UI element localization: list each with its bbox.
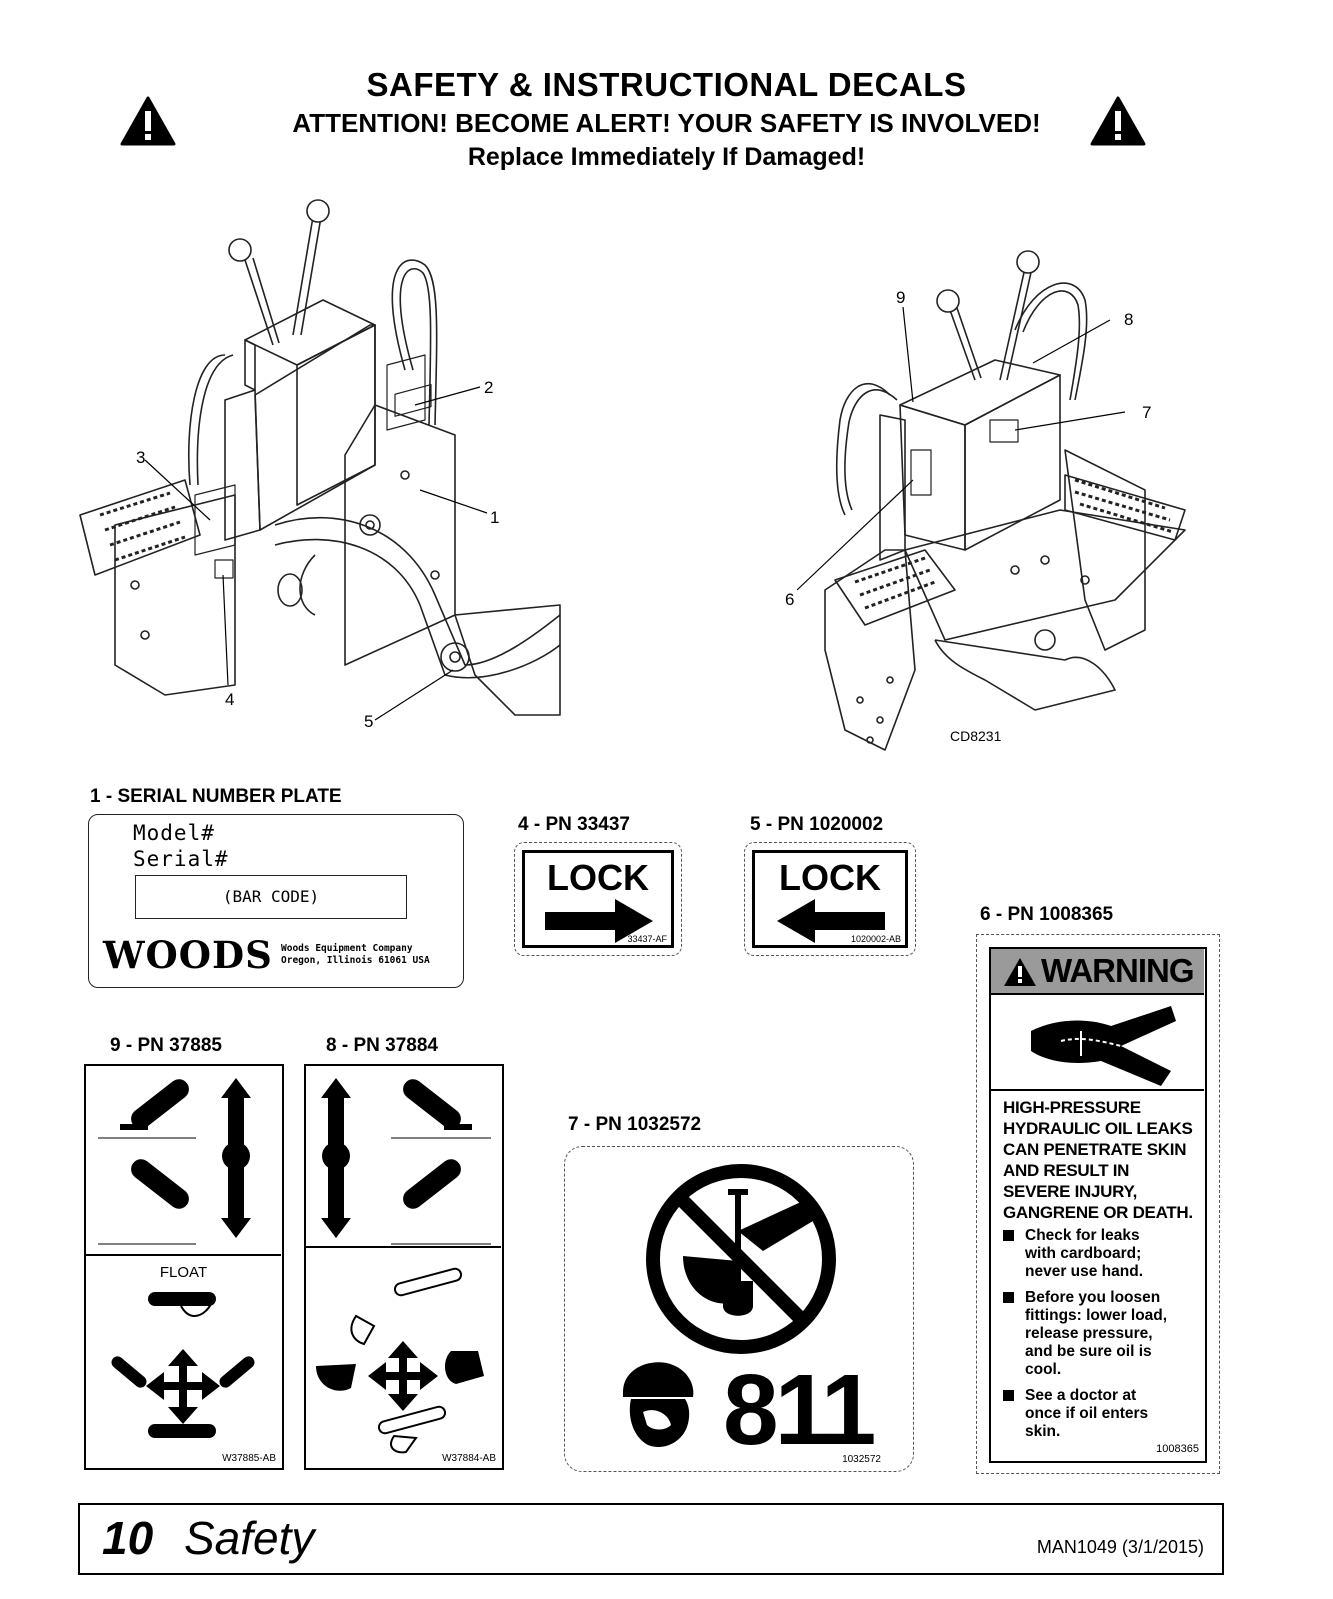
float-pattern-icon	[111, 1292, 255, 1438]
lock-left-frame: LOCK 1020002-AB	[752, 850, 908, 948]
lock-left-word: LOCK	[779, 857, 881, 898]
warning-frame: WARNING HIGH-PRESSURE HYDRAULIC OIL LEAK…	[989, 947, 1207, 1463]
control9-decal: FLOAT W37885-AB	[84, 1064, 284, 1470]
manual-code: MAN1049 (3/1/2015)	[1036, 1537, 1204, 1557]
callout-7: 7	[1142, 403, 1152, 422]
lock-right-code: 33437-AF	[627, 934, 667, 944]
bullet-square-icon	[1003, 1292, 1014, 1303]
hand-injection-icon	[1031, 1006, 1176, 1086]
drawing-id: CD8231	[950, 728, 1002, 744]
control9-label: 9 - PN 37885	[110, 1035, 222, 1056]
page-title: SAFETY & INSTRUCTIONAL DECALS	[366, 66, 967, 103]
serial-plate-label: 1 - SERIAL NUMBER PLATE	[90, 786, 342, 807]
lever-pattern-icon	[98, 1078, 251, 1245]
control8-decal: W37884-AB	[304, 1064, 504, 1470]
arrow-right-icon	[545, 899, 653, 943]
warning-triangle-icon	[1004, 958, 1036, 986]
serial-field: Serial#	[133, 847, 229, 871]
warning-main-text: HIGH-PRESSURE HYDRAULIC OIL LEAKS CAN PE…	[1003, 1098, 1193, 1222]
arrow-left-icon	[777, 899, 885, 943]
callout-1: 1	[490, 508, 500, 527]
barcode-area: (BAR CODE)	[135, 875, 407, 919]
bullet-square-icon	[1003, 1390, 1014, 1401]
warning-divider	[991, 1089, 1204, 1091]
barcode-text: (BAR CODE)	[222, 887, 320, 906]
bullet-square-icon	[1003, 1230, 1014, 1241]
lever-pattern-icon	[321, 1078, 491, 1245]
warning-decal: WARNING HIGH-PRESSURE HYDRAULIC OIL LEAK…	[976, 934, 1220, 1474]
warning-bullet-2: Before you loosen fittings: lower load, …	[1003, 1289, 1167, 1379]
callout-2: 2	[484, 378, 494, 397]
callout-4: 4	[225, 690, 235, 709]
warning-triangle-icon	[120, 96, 176, 146]
section-title: Safety	[184, 1512, 315, 1564]
machine-illustration-left	[79, 199, 561, 721]
page-number: 10	[102, 1512, 154, 1564]
control8-divider	[306, 1246, 501, 1248]
serial-number-plate: Model# Serial# (BAR CODE) WOODS Woods Eq…	[88, 814, 464, 988]
float-label: FLOAT	[159, 1264, 208, 1281]
woods-logo: WOODS	[103, 933, 273, 977]
model-field: Model#	[133, 821, 215, 845]
dig811-code: 1032572	[842, 1454, 881, 1465]
lock-right-label: 4 - PN 33437	[518, 814, 630, 835]
control9-code: W37885-AB	[222, 1453, 276, 1464]
page-footer: 10 Safety MAN1049 (3/1/2015)	[78, 1503, 1224, 1575]
warning-triangle-icon	[1090, 96, 1146, 146]
warning-bullet-3: See a doctor at once if oil enters skin.	[1003, 1387, 1148, 1441]
control8-label: 8 - PN 37884	[326, 1035, 438, 1056]
company-line-2: Oregon, Illinois 61061 USA	[281, 955, 430, 966]
machine-illustration-right	[796, 250, 1186, 751]
lock-left-decal: LOCK 1020002-AB	[744, 842, 916, 956]
dig811-number: 811	[723, 1354, 876, 1466]
lock-right-decal: LOCK 33437-AF	[514, 842, 682, 956]
dig811-decal: 811 1032572	[564, 1146, 914, 1472]
company-line-1: Woods Equipment Company	[281, 943, 413, 954]
callout-6: 6	[785, 590, 795, 609]
boom-pattern-icon	[316, 1267, 484, 1454]
lock-left-code: 1020002-AB	[850, 934, 901, 944]
lock-right-word: LOCK	[547, 857, 649, 898]
callout-9: 9	[896, 288, 906, 307]
callout-3: 3	[136, 448, 146, 467]
lock-right-frame: LOCK 33437-AF	[522, 850, 674, 948]
callout-8: 8	[1124, 310, 1134, 329]
worker-helmet-icon	[623, 1362, 694, 1447]
lock-left-label: 5 - PN 1020002	[750, 814, 884, 835]
attention-subtitle: ATTENTION! BECOME ALERT! YOUR SAFETY IS …	[292, 108, 1041, 138]
dig811-label: 7 - PN 1032572	[568, 1114, 702, 1135]
warning-header: WARNING	[991, 949, 1204, 995]
control9-divider	[86, 1254, 281, 1256]
warning-title: WARNING	[1041, 952, 1194, 989]
warning-decal-label: 6 - PN 1008365	[980, 904, 1114, 925]
warning-code: 1008365	[1156, 1443, 1199, 1455]
callout-5: 5	[364, 712, 374, 731]
no-digging-icon	[646, 1164, 836, 1354]
control8-code: W37884-AB	[442, 1453, 496, 1464]
warning-bullet-1: Check for leaks with cardboard; never us…	[1003, 1227, 1143, 1281]
replace-subtitle: Replace Immediately If Damaged!	[467, 143, 866, 171]
